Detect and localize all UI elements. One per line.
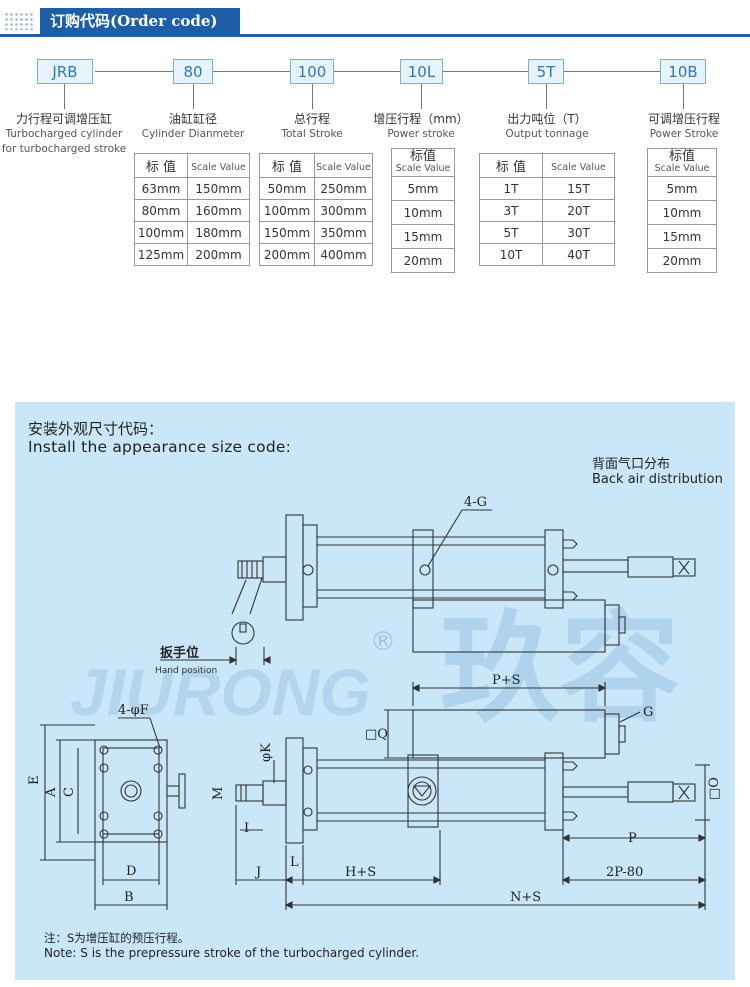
hand-position-cn: 扳手位 [160, 645, 199, 661]
back-air-title-en: Back air distribution [592, 472, 723, 487]
dim-n-plus-s: N+S [510, 890, 541, 905]
header-rule [0, 34, 750, 37]
code-leader [683, 84, 684, 109]
label-tonnage: 出力吨位（T） Output tonnage [505, 112, 589, 140]
table-row: 5mm [391, 176, 455, 201]
note-en: Note: S is the prepressure stroke of the… [44, 946, 420, 960]
top-cylinder-view [160, 509, 696, 665]
dim-p-plus-s: P+S [492, 673, 521, 688]
code-box-total-stroke: 100 [290, 59, 334, 84]
table-row: 20mm [647, 248, 717, 273]
dim-i: I [244, 821, 249, 836]
drawing-panel [15, 402, 735, 980]
code-connector-line [95, 71, 665, 72]
dim-2p-80: 2P-80 [606, 865, 643, 880]
side-cylinder-view [235, 682, 710, 910]
flange-front-view [40, 717, 186, 910]
code-leader [64, 84, 65, 109]
back-air-title-cn: 背面气口分布 [592, 457, 671, 472]
table-header: Scale Value [314, 153, 373, 178]
table-row: 5mm [647, 176, 717, 201]
watermark-brand: JIURONG [70, 655, 371, 729]
code-box-bore: 80 [173, 59, 213, 84]
table-row: 20mm [391, 248, 455, 273]
dim-4-phi-f: 4-φF [118, 703, 149, 718]
label-power-stroke: 增压行程（mm） Power stroke [373, 112, 469, 140]
dim-g: G [643, 705, 653, 720]
label-adjustable: 可调增压行程 Power Stroke [647, 112, 720, 140]
code-box-adjustable: 10B [660, 59, 706, 84]
dim-4-g: 4-G [464, 495, 487, 510]
dim-o: □O [707, 777, 722, 800]
code-leader [312, 84, 313, 109]
label-bore: 油缸缸径 Cylinder Dianmeter [141, 112, 245, 140]
header-dot-pattern [4, 12, 34, 30]
drawing-title-cn: 安装外观尺寸代码： [28, 420, 164, 438]
table-header: 标 值 [479, 153, 543, 178]
dim-h-plus-s: H+S [345, 865, 376, 880]
order-code-title: 订购代码(Order code) [40, 8, 240, 34]
label-total-stroke: 总行程 Total Stroke [281, 112, 343, 140]
code-leader [193, 84, 194, 109]
drawing-title-en: Install the appearance size code: [28, 438, 292, 456]
dim-phi-k: φK [259, 743, 274, 762]
dim-l: L [290, 855, 299, 870]
registered-mark: ® [370, 627, 396, 657]
dim-j: J [254, 865, 261, 880]
table-row: 15mm [391, 224, 455, 249]
table-header: 标 值 [134, 153, 188, 178]
label-series: 力行程可调增压缸 Turbocharged cylinder for turbo… [1, 112, 127, 155]
dim-c: C [62, 787, 77, 797]
watermark-cn: 玖容 [440, 600, 680, 739]
code-leader [546, 84, 547, 109]
table-row: 10mm [647, 200, 717, 225]
table-row: 10mm [391, 200, 455, 225]
order-code-header: 订购代码(Order code) [0, 0, 750, 40]
dim-m: M [211, 787, 226, 800]
table-header: Scale Value [542, 153, 615, 178]
table-header: Scale Value [187, 153, 250, 178]
table-header: 标 值 [259, 153, 315, 178]
dim-p: P [628, 831, 637, 846]
code-box-series: JRB [37, 59, 93, 84]
dim-a: A [44, 787, 59, 798]
hand-position-en: Hand position [155, 666, 217, 676]
dim-b: B [124, 890, 134, 905]
code-leader [421, 84, 422, 109]
note-cn: 注：S为增压缸的预压行程。 [44, 931, 190, 945]
dim-q: □Q [365, 727, 388, 742]
code-box-tonnage: 5T [528, 59, 564, 84]
dim-d: D [126, 864, 136, 879]
watermark: JIURONG 玖容 ® [70, 600, 680, 739]
code-box-power-stroke: 10L [400, 59, 443, 84]
dim-e: E [27, 776, 42, 786]
